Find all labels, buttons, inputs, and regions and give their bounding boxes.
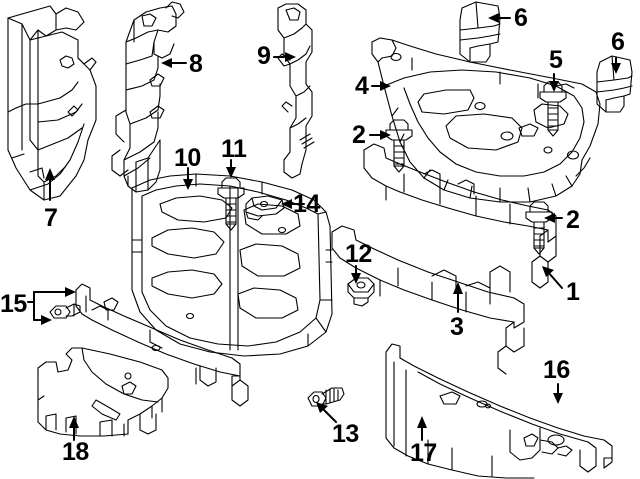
callout-11[interactable]: 11 [221, 135, 247, 163]
callout-4[interactable]: 4 [355, 72, 369, 100]
part-tie-bar-assembly [331, 143, 557, 375]
part-right-side-baffle [277, 3, 315, 179]
callout-2b[interactable]: 2 [566, 206, 580, 234]
callout-10[interactable]: 10 [174, 144, 201, 172]
callout-3[interactable]: 3 [450, 313, 464, 341]
callout-9[interactable]: 9 [257, 42, 271, 70]
part-bracket-upper-left [459, 1, 501, 63]
part-upper-radiator-support-panel [372, 38, 601, 203]
part-small-bracket [245, 195, 285, 221]
part-radiator-support-assembly [131, 173, 333, 357]
callout-6a[interactable]: 6 [514, 4, 528, 32]
callout-17[interactable]: 17 [410, 439, 437, 467]
part-bracket-upper-right [596, 55, 633, 113]
callout-14[interactable]: 14 [293, 190, 320, 218]
callout-5[interactable]: 5 [549, 46, 563, 74]
part-center-air-baffle [111, 1, 185, 193]
part-lower-air-deflector [385, 343, 613, 479]
part-bolt-upper-left [385, 119, 413, 173]
part-lower-left-deflector [37, 347, 169, 437]
part-left-air-deflector [7, 5, 97, 201]
part-left-brace [75, 283, 249, 407]
callout-15[interactable]: 15 [0, 290, 27, 318]
part-bolt-lower-right [525, 201, 553, 255]
callout-16[interactable]: 16 [543, 356, 570, 384]
part-bolt-left-brace [49, 303, 81, 319]
callout-13[interactable]: 13 [332, 420, 359, 448]
callout-6b[interactable]: 6 [611, 28, 625, 56]
callout-2a[interactable]: 2 [352, 121, 366, 149]
callout-7[interactable]: 7 [44, 204, 58, 232]
callout-leaders [27, 13, 621, 441]
callout-8[interactable]: 8 [189, 50, 203, 78]
callout-18[interactable]: 18 [62, 438, 89, 466]
callout-12[interactable]: 12 [345, 240, 372, 268]
part-retainer-nut [347, 277, 375, 307]
part-screw-lower [307, 387, 345, 407]
part-flange-bolt-center [539, 81, 567, 137]
callout-1[interactable]: 1 [566, 278, 580, 306]
